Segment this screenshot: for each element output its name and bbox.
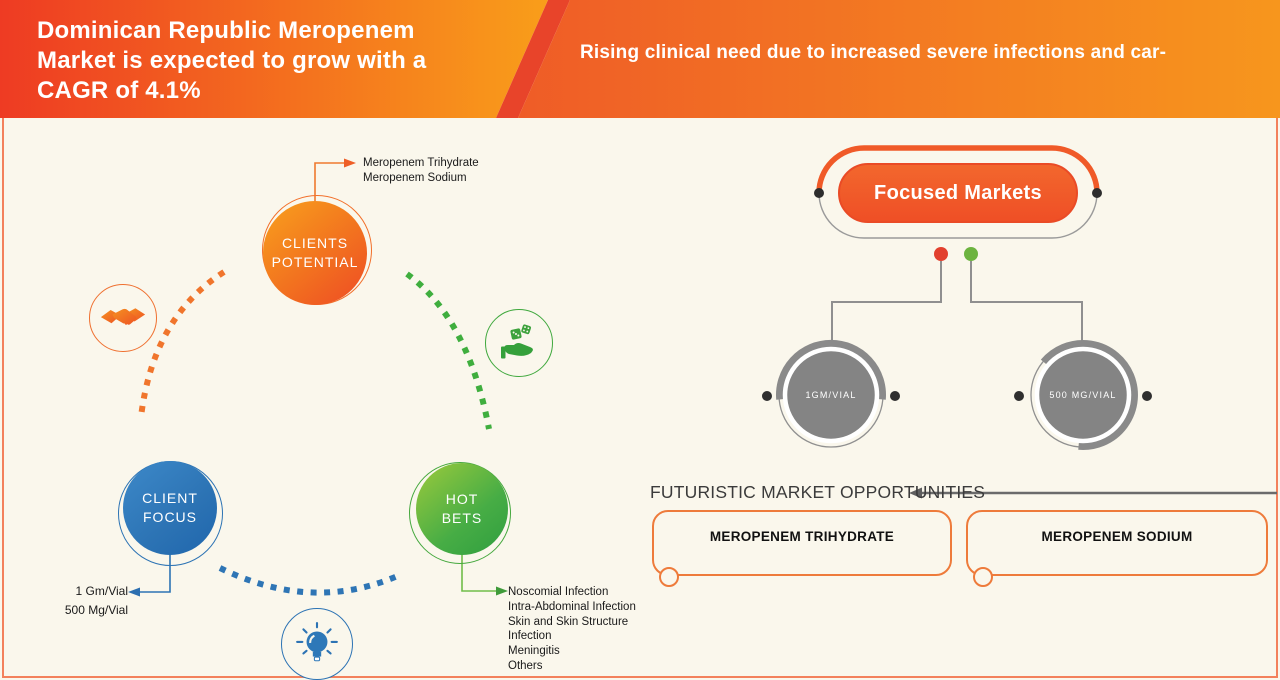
callout-line: Intra-Abdominal Infection xyxy=(508,600,636,613)
header-background xyxy=(0,0,1280,118)
opportunities-heading: FUTURISTIC MARKET OPPORTUNITIES xyxy=(650,482,986,502)
callout-line: Infection xyxy=(508,630,552,643)
callout-line: Others xyxy=(508,659,543,672)
header-diagonal-stripe xyxy=(496,0,570,118)
dice-hand-icon xyxy=(501,324,533,359)
client-focus-callout: 1 Gm/Vial 500 Mg/Vial xyxy=(28,582,128,620)
client-focus-circle: CLIENT FOCUS xyxy=(123,461,217,555)
handshake-icon xyxy=(100,308,146,327)
hot-bets-label-line1: HOT xyxy=(445,491,479,507)
box1-corner-dot xyxy=(659,567,679,587)
opportunity-box-meropenem-trihydrate: MEROPENEM TRIHYDRATE xyxy=(652,510,952,576)
clients-potential-callout: Meropenem Trihydrate Meropenem Sodium xyxy=(363,156,479,186)
clients-potential-label-line1: CLIENTS xyxy=(281,235,349,251)
callout-line: Meropenem Sodium xyxy=(363,172,467,184)
callout-line: 500 Mg/Vial xyxy=(64,603,128,617)
header-subtitle: Rising clinical need due to increased se… xyxy=(580,42,1167,63)
opportunity-box-meropenem-sodium: MEROPENEM SODIUM xyxy=(966,510,1268,576)
client-focus-label-line2: FOCUS xyxy=(143,509,197,525)
opportunity-box1-label: MEROPENEM TRIHYDRATE xyxy=(709,529,895,544)
callout-line: Noscomial Infection xyxy=(508,586,609,598)
lightbulb-icon-circle xyxy=(281,608,353,680)
clients-potential-circle: CLIENTS POTENTIAL xyxy=(263,201,367,305)
hot-bets-ring xyxy=(409,462,511,564)
page-title: Dominican Republic Meropenem Market is e… xyxy=(37,17,427,104)
hot-bets-circle: HOT BETS xyxy=(416,463,508,555)
client-focus-label-line1: CLIENT xyxy=(142,490,198,506)
clients-potential-label-line2: POTENTIAL xyxy=(271,254,359,270)
focused-markets-pill: Focused Markets xyxy=(838,163,1078,223)
callout-line: Meropenem Trihydrate xyxy=(363,157,479,169)
hot-bets-label-line2: BETS xyxy=(441,510,483,526)
callout-line: Skin and Skin Structure xyxy=(508,615,629,628)
handshake-icon-circle xyxy=(89,284,157,352)
box2-corner-dot xyxy=(973,567,993,587)
focused-markets-label: Focused Markets xyxy=(874,181,1042,204)
header-banner: Dominican Republic Meropenem Market is e… xyxy=(0,0,1280,118)
callout-line: 1 Gm/Vial xyxy=(75,584,128,598)
dice-hand-icon-circle xyxy=(485,309,553,377)
callout-line: Meningitis xyxy=(508,645,560,658)
hot-bets-callout: Noscomial Infection Intra-Abdominal Infe… xyxy=(508,585,636,674)
gauge-left-label: 1GM/VIAL xyxy=(805,390,857,400)
lightbulb-icon xyxy=(296,622,338,662)
opportunity-box2-label: MEROPENEM SODIUM xyxy=(1041,529,1193,544)
gauge-right-label: 500 MG/VIAL xyxy=(1049,390,1117,400)
